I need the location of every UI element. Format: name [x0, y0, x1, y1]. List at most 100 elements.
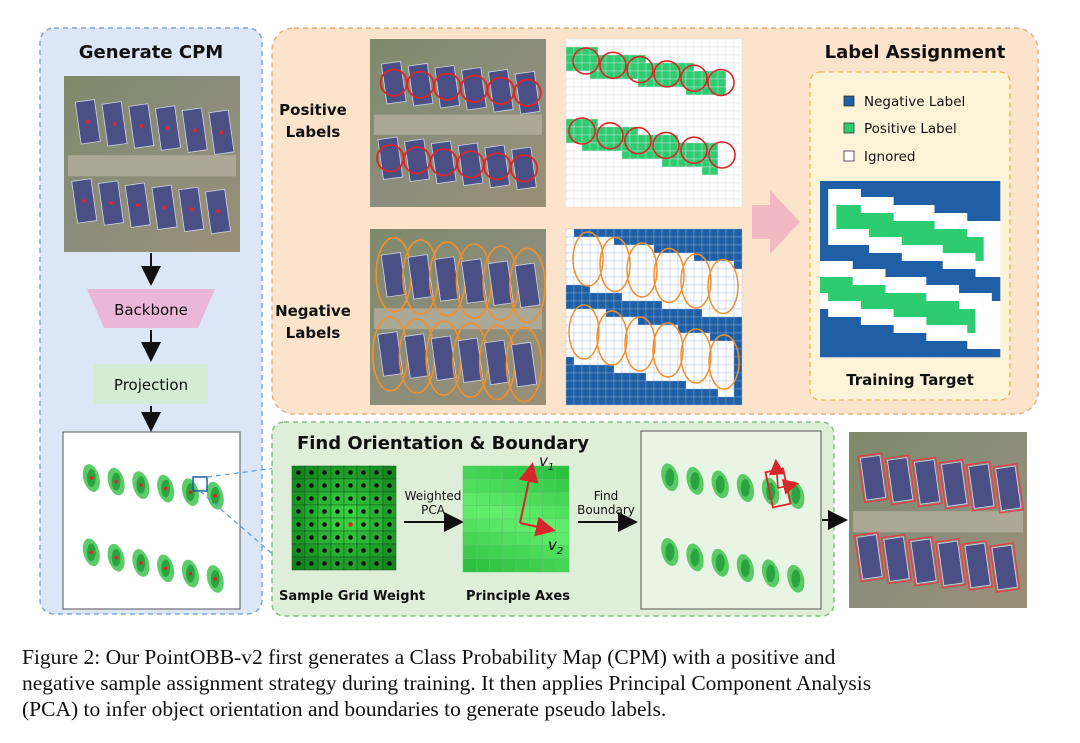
- axes-cell: [476, 505, 490, 520]
- axes-cell: [529, 545, 543, 559]
- target-cell: [910, 349, 919, 358]
- axes-cell: [529, 505, 543, 520]
- grid-cell: [669, 38, 679, 48]
- grid-cell: [565, 150, 575, 160]
- target-cell: [893, 277, 903, 286]
- grid-cell: [581, 332, 591, 342]
- grid-cell: [597, 38, 607, 48]
- grid-cell: [637, 252, 647, 262]
- grid-cell: [629, 228, 639, 238]
- projection-label: Projection: [114, 376, 188, 394]
- grid-cell: [589, 94, 599, 104]
- cpm-peak: [213, 493, 218, 498]
- target-cell: [942, 285, 952, 294]
- axes-cell: [462, 518, 477, 533]
- grid-cell: [613, 38, 623, 48]
- target-cell: [844, 349, 854, 358]
- target-cell: [852, 237, 862, 246]
- grid-cell: [733, 244, 743, 254]
- sample-point: [361, 509, 366, 514]
- grid-cell: [645, 268, 655, 278]
- grid-cell: [637, 38, 647, 48]
- grid-cell: [669, 142, 679, 152]
- grid-cell: [669, 284, 679, 294]
- axes-cell: [529, 492, 543, 506]
- positive-circle: [624, 126, 652, 155]
- target-cell: [967, 237, 976, 246]
- grid-cell: [629, 300, 639, 310]
- target-cell: [942, 261, 952, 270]
- grid-cell: [613, 324, 623, 334]
- grid-cell: [661, 46, 671, 56]
- grid-cell: [645, 102, 655, 112]
- target-cell: [991, 301, 1001, 310]
- target-cell: [934, 229, 944, 238]
- grid-cell: [717, 372, 727, 382]
- grid-cell: [613, 78, 623, 88]
- pseudo-box: [853, 531, 886, 583]
- target-cell: [910, 245, 919, 254]
- grid-cell: [709, 198, 719, 208]
- target-cell: [828, 349, 837, 358]
- target-cell: [967, 341, 976, 350]
- grid-cell: [661, 308, 671, 318]
- target-cell: [877, 301, 886, 310]
- target-cell: [860, 205, 870, 214]
- target-cell: [877, 277, 886, 286]
- grid-cell: [589, 78, 599, 88]
- target-cell: [860, 333, 870, 342]
- target-cell: [991, 293, 1001, 302]
- grid-cell: [733, 166, 743, 176]
- grid-cell: [605, 190, 615, 200]
- grid-cell: [717, 110, 727, 120]
- target-cell: [934, 285, 944, 294]
- target-cell: [893, 285, 903, 294]
- target-cell: [926, 301, 935, 310]
- grid-cell: [565, 78, 575, 88]
- target-cell: [828, 213, 837, 222]
- tennis-court: [859, 455, 887, 501]
- grid-cell: [685, 340, 695, 350]
- axes-cell: [555, 532, 570, 546]
- axes-cell: [476, 545, 490, 559]
- grid-cell: [597, 78, 607, 88]
- target-cell: [844, 285, 854, 294]
- grid-cell: [573, 380, 583, 390]
- grid-cell: [637, 190, 647, 200]
- target-cell: [885, 245, 894, 254]
- target-cell: [934, 245, 944, 254]
- target-cell: [991, 309, 1001, 318]
- axes-cell: [462, 505, 477, 520]
- target-cell: [820, 205, 829, 214]
- cpm-blob-core: [740, 559, 750, 577]
- target-cell: [877, 237, 886, 246]
- grid-cell: [645, 292, 655, 302]
- grid-cell: [685, 284, 695, 294]
- target-cell: [860, 301, 870, 310]
- cpm-peak: [163, 486, 168, 491]
- grid-cell: [629, 110, 639, 120]
- grid-cell: [677, 388, 687, 398]
- target-cell: [959, 245, 968, 254]
- target-cell: [836, 341, 845, 350]
- target-cell: [869, 333, 878, 342]
- target-cell: [942, 333, 952, 342]
- grid-cell: [589, 86, 599, 96]
- grid-cell: [733, 158, 743, 168]
- grid-cell: [717, 78, 727, 88]
- grid-cell: [725, 292, 735, 302]
- grid-cell: [613, 166, 623, 176]
- tennis-court: [461, 66, 487, 111]
- grid-cell: [637, 276, 647, 286]
- grid-cell: [629, 118, 639, 128]
- output-aerial-image: [849, 432, 1027, 608]
- target-cell: [860, 293, 870, 302]
- grid-cell: [685, 110, 695, 120]
- grid-cell: [669, 340, 679, 350]
- grid-cell: [733, 396, 743, 406]
- target-cell: [893, 229, 903, 238]
- grid-cell: [717, 142, 727, 152]
- legend-positive-swatch: [843, 122, 855, 134]
- grid-cell: [573, 252, 583, 262]
- grid-cell: [693, 46, 703, 56]
